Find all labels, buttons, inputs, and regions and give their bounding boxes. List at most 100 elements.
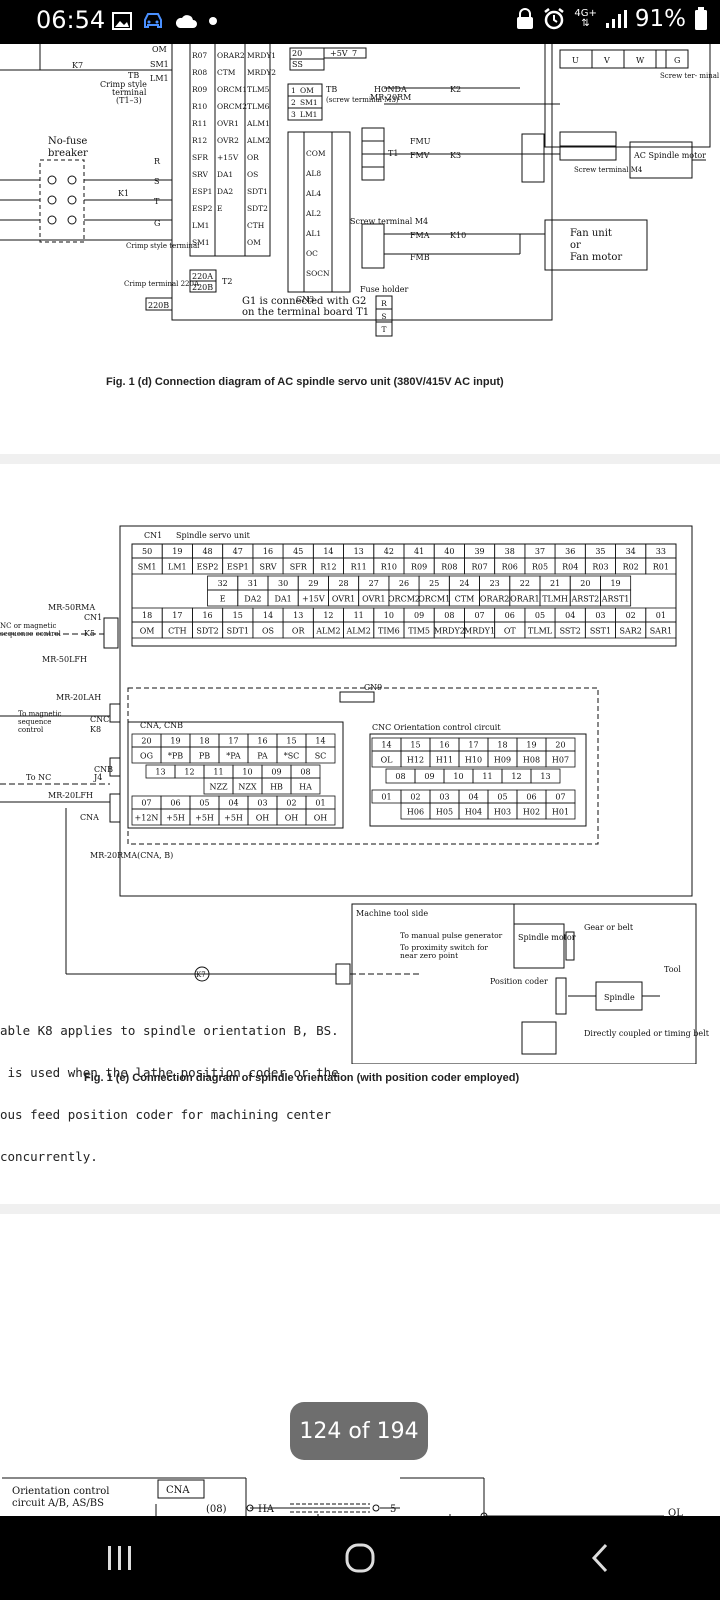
fig-1d-caption: Fig. 1 (d) Connection diagram of AC spin…: [106, 376, 504, 388]
terminal-signal: R12: [192, 136, 207, 145]
cna-pin-signal: +5H: [224, 814, 243, 823]
ss-label: SS: [292, 60, 303, 69]
plus5v-label: +5V: [330, 49, 348, 58]
cna-pin-signal: OH: [314, 814, 328, 823]
breaker-label: breaker: [48, 148, 88, 159]
cn1-pin-signal: SM1: [138, 563, 157, 572]
cn1-pin-signal: R01: [653, 563, 669, 572]
cn1-pin-number: 30: [278, 579, 288, 588]
ac-spindle-motor-label: AC Spindle motor: [633, 151, 706, 160]
tb-label: TB: [128, 71, 139, 80]
cn1-pin-number: 15: [233, 611, 243, 620]
cnc-conn-label: CNC: [90, 715, 109, 724]
cn1-pin-number: 24: [459, 579, 469, 588]
cn1-pin-signal: ORAR1: [510, 595, 539, 604]
terminal-signal: SDT1: [247, 187, 268, 196]
status-time: 06:54: [36, 6, 106, 34]
fuse-label: R: [381, 299, 387, 308]
position-coder-label: Position coder: [490, 977, 548, 986]
cn3-signal: OC: [306, 249, 318, 258]
nc-magnetic-label: NC or magnetic: [0, 622, 56, 630]
cn1-pin-signal: R06: [502, 563, 518, 572]
cn1-pin-number: 47: [233, 547, 243, 556]
tb-pin-number: 1: [291, 86, 296, 95]
ha-label: HA: [258, 1504, 275, 1515]
cn1-pin-signal: TLML: [528, 627, 553, 636]
terminal-signal: SRV: [192, 170, 209, 179]
cna-box-label: CNA: [166, 1485, 190, 1496]
note-text: able K8 applies to spindle orientation B…: [0, 996, 339, 1192]
cn1-pin-number: 38: [505, 547, 515, 556]
terminal-signal: DA2: [217, 187, 233, 196]
recent-apps-icon: [108, 1546, 131, 1570]
orient-pin-number: 16: [439, 740, 449, 749]
cna-left-label: CNA: [80, 813, 99, 822]
cn1-pin-number: 13: [354, 547, 364, 556]
cn1-pin-signal: R03: [592, 563, 608, 572]
tb-pin-signal: OM: [300, 86, 314, 95]
fmb-label: FMB: [410, 253, 430, 262]
cn1-pin-number: 22: [520, 579, 530, 588]
document-viewer[interactable]: K7 OM SM1 LM1 TB Crimp style terminal (T…: [0, 44, 720, 1516]
no-fuse-label: No-fuse: [48, 136, 87, 147]
home-button[interactable]: [320, 1528, 400, 1588]
cn1-pin-number: 03: [595, 611, 605, 620]
cna-pin-signal: SC: [315, 752, 327, 761]
crimp-style-label: Crimp style: [100, 80, 147, 89]
fmv-label: FMV: [410, 151, 430, 160]
cn1-pin-number: 13: [293, 611, 303, 620]
cna-pin-number: 03: [257, 798, 267, 807]
terminal-signal: DA1: [217, 170, 233, 179]
cnc-orient-label: CNC Orientation control circuit: [372, 723, 501, 732]
cn1-pin-signal: TLMH: [542, 595, 568, 604]
table-cell: [305, 746, 336, 764]
table-cell: [290, 777, 321, 795]
cna-pin-signal: OG: [140, 752, 153, 761]
orient-pin-signal: H06: [407, 808, 424, 817]
k10-label: K10: [450, 231, 466, 240]
p08-label: (08): [206, 1504, 227, 1515]
cn1-pin-signal: SDT2: [196, 627, 218, 636]
recent-apps-button[interactable]: [80, 1528, 160, 1588]
back-button[interactable]: [560, 1528, 640, 1588]
terminal-signal: TLM6: [247, 102, 270, 111]
status-bar: 06:54 4G+⇅ 91%: [0, 0, 720, 44]
near-zero-label: near zero point: [400, 951, 458, 960]
cn1-pin-number: 45: [293, 547, 303, 556]
220a-box-label: 220A: [192, 272, 213, 281]
orient-pin-signal: H08: [523, 756, 540, 765]
cn3-signal: AL8: [305, 169, 321, 178]
fmu-label: FMU: [410, 137, 431, 146]
220b-box-label: 220B: [192, 283, 213, 292]
cna-pin-number: 17: [228, 736, 238, 745]
orient-pin-number: 11: [482, 772, 492, 781]
data-arrows: ⇅: [581, 18, 590, 29]
k8-label: K8: [90, 725, 101, 734]
orient-pin-signal: H11: [436, 756, 453, 765]
cna-pin-number: 16: [257, 736, 267, 745]
terminal-signal: LM1: [192, 221, 209, 230]
n7-label: 7: [352, 49, 357, 58]
cn1-pin-signal: ORCM1: [418, 595, 450, 604]
terminal-signal: TLM5: [247, 85, 270, 94]
k7-circle-label: K7: [196, 971, 206, 979]
cn1-pin-number: 26: [399, 579, 409, 588]
cn1-pin-number: 34: [626, 547, 636, 556]
spindle-motor-label: Spindle motor: [518, 933, 576, 942]
cn1-pin-signal: R05: [532, 563, 548, 572]
cn1-pin-signal: CTH: [168, 627, 186, 636]
cn1-pin-number: 39: [474, 547, 484, 556]
navigation-bar: [0, 1516, 720, 1600]
cna-pin-signal: HB: [270, 783, 283, 792]
back-icon: [591, 1543, 608, 1573]
cn1-pin-signal: ESP1: [227, 563, 249, 572]
t1-3-label: (T1–3): [116, 96, 142, 105]
cna-pin-signal: +5H: [195, 814, 214, 823]
table-cell: [645, 557, 677, 575]
cn1-pin-signal: ESP2: [197, 563, 219, 572]
fuse-label: S: [381, 312, 386, 321]
sequence-label: sequence: [18, 718, 51, 726]
cna-pin-signal: +12N: [135, 814, 159, 823]
orient-pin-signal: H09: [494, 756, 511, 765]
